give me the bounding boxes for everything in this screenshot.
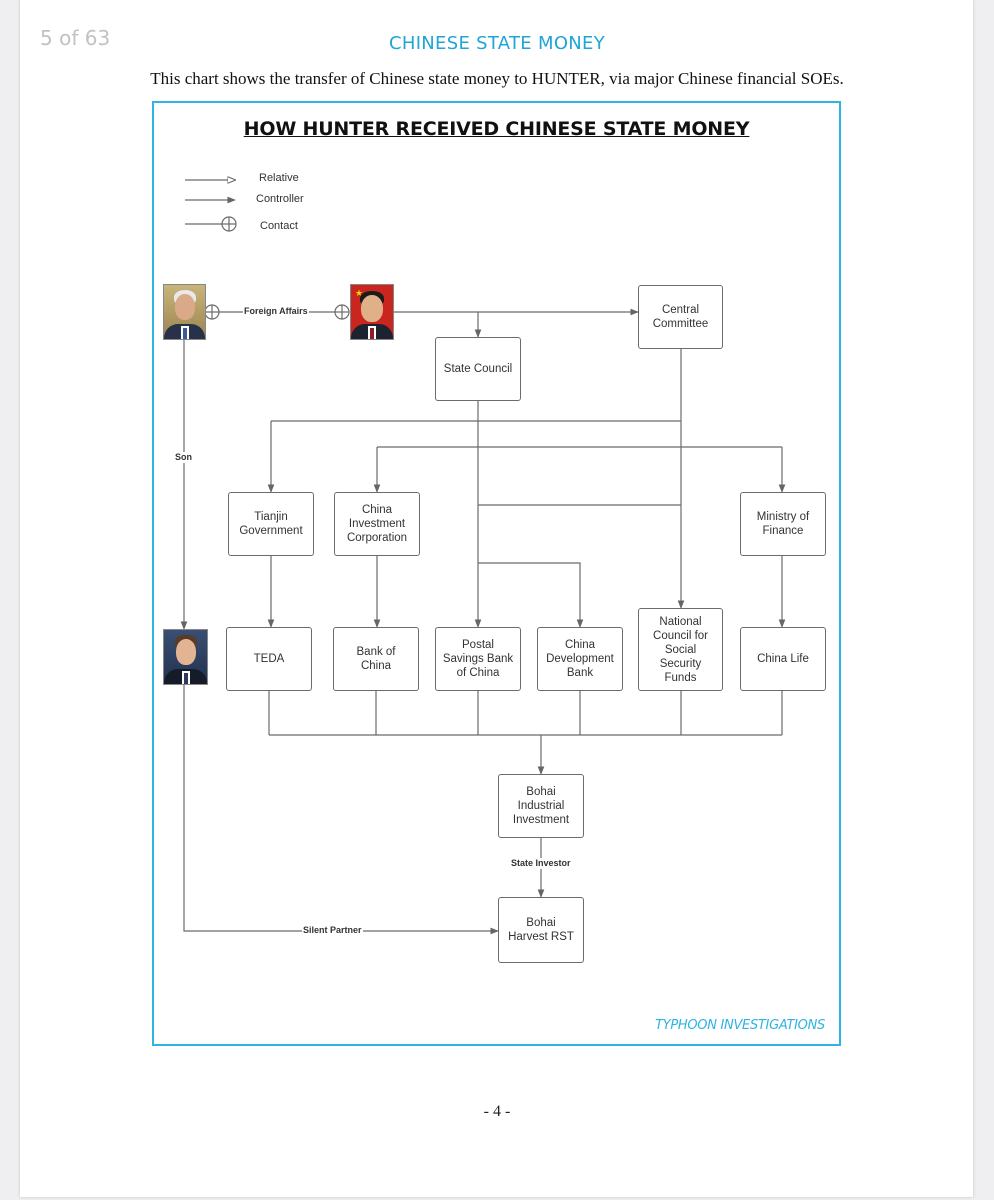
- node-china-development-bank: China Development Bank: [537, 627, 623, 691]
- silent-partner-line: [183, 684, 499, 935]
- node-teda: TEDA: [226, 627, 312, 691]
- page-count-indicator: 5 of 63: [40, 26, 111, 50]
- node-bohai-harvest-rst: Bohai Harvest RST: [498, 897, 584, 963]
- chart-caption: This chart shows the transfer of Chinese…: [150, 69, 844, 88]
- node-postal-savings-bank: Postal Savings Bank of China: [435, 627, 521, 691]
- contact-symbol-biden: [204, 304, 220, 320]
- node-ministry-of-finance: Ministry of Finance: [740, 492, 826, 556]
- node-china-life: China Life: [740, 627, 826, 691]
- flag-star-icon: ★: [355, 288, 364, 298]
- node-bohai-industrial-investment: Bohai Industrial Investment: [498, 774, 584, 838]
- state-to-cdb: [478, 562, 584, 628]
- node-central-committee: Central Committee: [638, 285, 723, 349]
- edge-label-silent-partner: Silent Partner: [302, 925, 363, 936]
- node-china-investment-corporation: China Investment Corporation: [334, 492, 420, 556]
- xi-photo: ★: [350, 284, 394, 340]
- node-bank-of-china: Bank of China: [333, 627, 419, 691]
- contact-symbol-xi: [334, 304, 350, 320]
- edge-label-foreign-affairs: Foreign Affairs: [243, 306, 309, 317]
- node-state-council: State Council: [435, 337, 521, 401]
- watermark-typhoon-investigations: TYPHOON INVESTIGATIONS: [655, 1018, 825, 1033]
- page-number: - 4 -: [483, 1103, 511, 1120]
- diagram-title: HOW HUNTER RECEIVED CHINESE STATE MONEY: [243, 118, 750, 140]
- node-national-council-social-security: National Council for Social Security Fun…: [638, 608, 723, 691]
- diagram-frame: [152, 101, 841, 1046]
- document-page: [20, 0, 973, 1197]
- node-tianjin-government: Tianjin Government: [228, 492, 314, 556]
- legend-label-relative: Relative: [259, 172, 299, 184]
- legend-contact-symbol: [221, 216, 237, 232]
- legend-label-contact: Contact: [260, 220, 298, 232]
- document-title: CHINESE STATE MONEY: [388, 33, 606, 54]
- biden-photo: [163, 284, 206, 340]
- edge-label-state-investor: State Investor: [510, 858, 572, 869]
- edge-label-son: Son: [174, 452, 193, 463]
- legend-label-controller: Controller: [256, 193, 304, 205]
- hunter-photo: [163, 629, 208, 685]
